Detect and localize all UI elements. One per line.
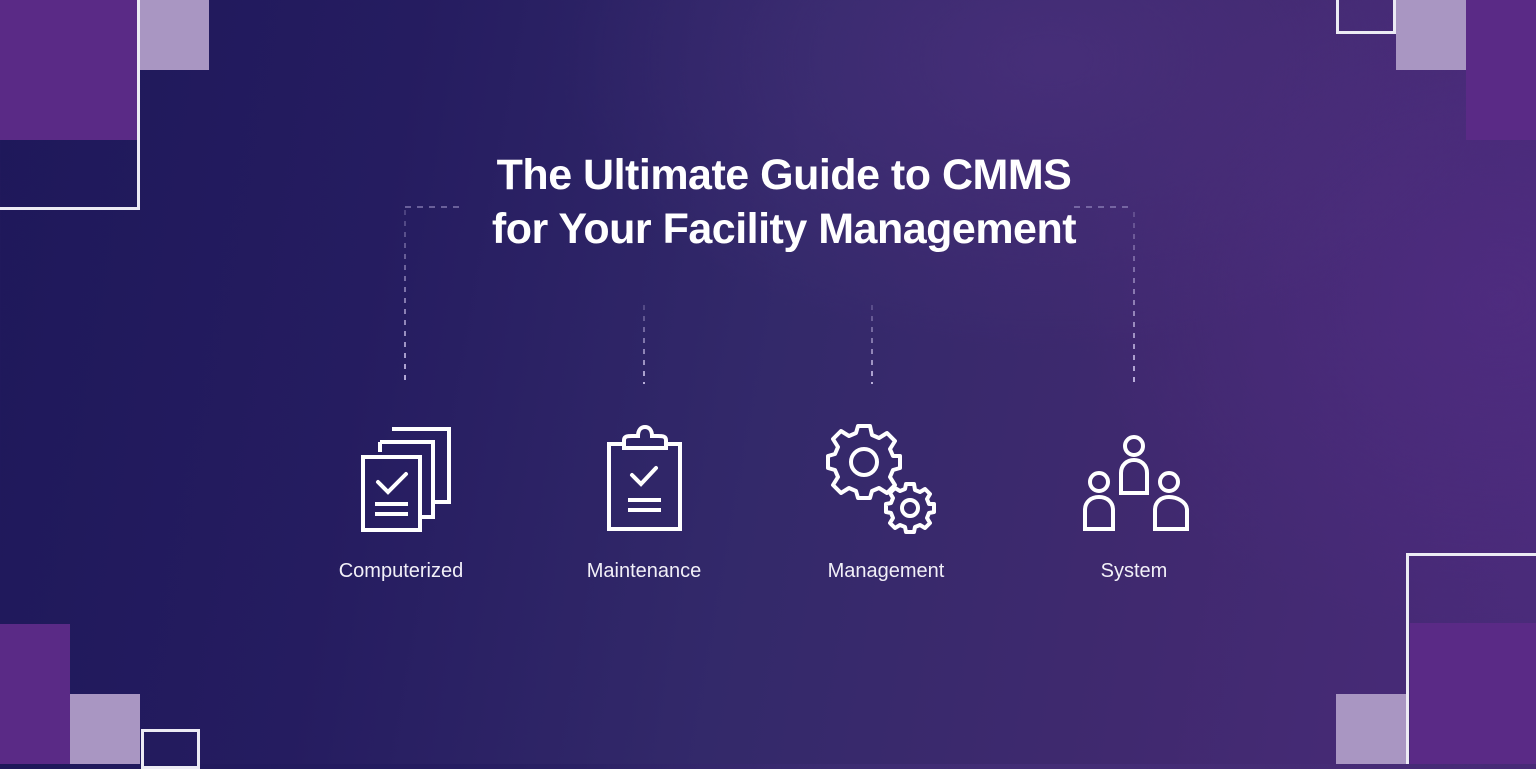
banner-title: The Ultimate Guide to CMMS for Your Faci… [0,148,1536,256]
corner-block-bottom-right-purple [1410,623,1536,764]
gears-icon [826,424,936,534]
corner-block-bottom-right-lavender [1336,694,1406,764]
banner-title-line-1: The Ultimate Guide to CMMS [496,151,1072,199]
connector-left-horizontal [405,206,465,208]
connector-right-horizontal [1074,206,1134,208]
clipboard-check-icon [607,424,682,531]
connector-management-vertical [871,305,873,384]
feature-system: System [1034,420,1234,582]
corner-block-top-right-purple [1466,0,1536,140]
corner-block-top-left-lavender [139,0,209,70]
feature-computerized: Computerized [301,420,501,582]
connector-right-vertical [1133,212,1135,384]
feature-label: Maintenance [586,560,702,582]
banner-title-line-2: for Your Facility Management [491,205,1077,253]
corner-outline-top-left-horizontal [0,207,140,210]
corner-outline-top-left-vertical [137,0,140,210]
corner-block-bottom-left-purple [0,624,70,764]
corner-outline-bottom-right-horizontal [1406,553,1536,556]
corner-outline-bottom-left-square [141,729,200,769]
connector-left-vertical [404,210,406,384]
corner-outline-top-right-square [1336,0,1396,34]
feature-label: Management [827,560,945,582]
connector-maintenance-vertical [643,305,645,384]
corner-block-top-left-purple [0,0,137,140]
feature-maintenance: Maintenance [544,420,744,582]
feature-label: Computerized [338,560,464,582]
corner-block-bottom-left-lavender [70,694,140,764]
people-group-icon [1083,435,1189,531]
corner-outline-bottom-right-vertical [1406,553,1409,764]
feature-management: Management [786,420,986,582]
feature-label: System [1100,560,1168,582]
stacked-documents-check-icon [361,427,451,532]
corner-block-top-right-lavender [1396,0,1466,70]
